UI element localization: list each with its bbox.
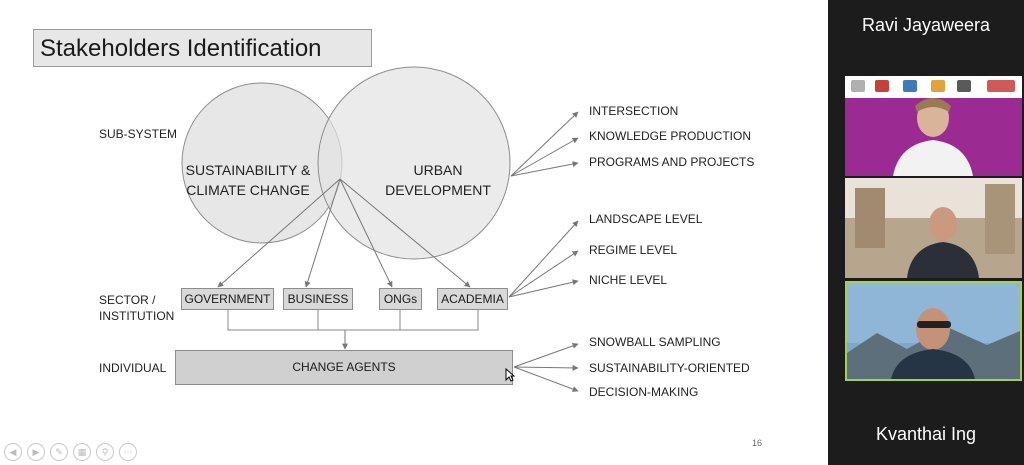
arrow-to-sustainability-oriented (513, 364, 579, 371)
sector-ongs: ONGs (379, 288, 422, 310)
slide-page-number: 16 (752, 438, 763, 448)
arrow-to-knowledge-production (510, 137, 579, 177)
arrow-to-regime-level (508, 250, 579, 298)
presentation-slide: Stakeholders Identification SUB-SYSTEM S… (0, 0, 828, 465)
outcome-niche-level: NICHE LEVEL (589, 273, 668, 287)
person-silhouette-icon (893, 98, 973, 176)
arrow-to-intersection (510, 111, 579, 177)
participant-video-2[interactable] (845, 178, 1022, 278)
outcome-knowledge-production: KNOWLEDGE PRODUCTION (589, 129, 752, 143)
next-slide-icon[interactable]: ▶ (27, 443, 45, 461)
arrow-to-decision-making (513, 366, 579, 392)
row-label-sector-line2: INSTITUTION (99, 309, 175, 323)
arrow-to-niche-level (508, 279, 579, 298)
arrow-to-programs-and-projects (510, 161, 579, 177)
arrow-to-snowball-sampling (513, 343, 579, 368)
circle-label-urban-line1: URBAN (413, 162, 463, 178)
arrow-to-ongs (339, 178, 393, 288)
change-agents-box: CHANGE AGENTS (175, 350, 513, 385)
circle-label-sustainability-line2: CLIMATE CHANGE (186, 182, 310, 198)
stakeholder-diagram (181, 66, 579, 392)
partner-logo-icon (957, 80, 971, 92)
previous-slide-icon[interactable]: ◀ (4, 443, 22, 461)
participants-panel: Ravi Jayaweera (828, 0, 1024, 465)
circle-label-urban: URBAN DEVELOPMENT (380, 160, 496, 200)
partner-logo-icon (931, 80, 945, 92)
pen-icon[interactable]: ✎ (50, 443, 68, 461)
outcome-snowball-sampling: SNOWBALL SAMPLING (589, 335, 721, 349)
participant-video-1[interactable] (845, 76, 1022, 176)
partner-logo-icon (875, 80, 889, 92)
mouse-cursor-icon (505, 368, 515, 382)
row-label-subsystem: SUB-SYSTEM (99, 127, 178, 141)
outcome-landscape-level: LANDSCAPE LEVEL (589, 212, 703, 226)
outcome-programs-and-projects: PROGRAMS AND PROJECTS (589, 155, 755, 169)
sector-bracket (227, 310, 479, 331)
more-options-icon[interactable]: ⋯ (119, 443, 137, 461)
participant-name-top: Ravi Jayaweera (861, 15, 991, 35)
outcome-intersection: INTERSECTION (589, 104, 679, 118)
circle-label-urban-line2: DEVELOPMENT (385, 182, 491, 198)
row-label-sector-line1: SECTOR / (99, 293, 156, 307)
arrow-to-business (304, 178, 341, 288)
participant-video-3-active[interactable] (845, 281, 1022, 381)
person-silhouette-icon (847, 283, 1020, 379)
sector-business: BUSINESS (283, 288, 353, 310)
logo-banner (845, 76, 1022, 98)
sector-government: GOVERNMENT (181, 288, 274, 310)
person-silhouette-icon (845, 178, 1022, 278)
sector-academia: ACADEMIA (437, 288, 508, 310)
participant-name-bottom: Kvanthai Ing (875, 424, 977, 444)
arrow-to-landscape-level (508, 220, 579, 298)
row-label-individual: INDIVIDUAL (99, 361, 167, 375)
slideshow-controls: ◀ ▶ ✎ ▦ ⚲ ⋯ (4, 443, 137, 461)
partner-logo-icon (987, 80, 1015, 92)
partner-logo-icon (851, 80, 865, 92)
slides-grid-icon[interactable]: ▦ (73, 443, 91, 461)
slide-title: Stakeholders Identification (33, 29, 372, 67)
circle-label-sustainability-line1: SUSTAINABILITY & (185, 162, 311, 178)
arrow-to-government (217, 178, 341, 288)
partner-logo-icon (903, 80, 917, 92)
zoom-icon[interactable]: ⚲ (96, 443, 114, 461)
outcome-regime-level: REGIME LEVEL (589, 243, 678, 257)
circle-label-sustainability: SUSTAINABILITY & CLIMATE CHANGE (182, 160, 314, 200)
arrow-to-academia (339, 178, 471, 288)
outcome-sustainability-oriented: SUSTAINABILITY-ORIENTED (589, 361, 750, 375)
venn-circle-right (317, 66, 511, 260)
outcome-decision-making: DECISION-MAKING (589, 385, 699, 399)
